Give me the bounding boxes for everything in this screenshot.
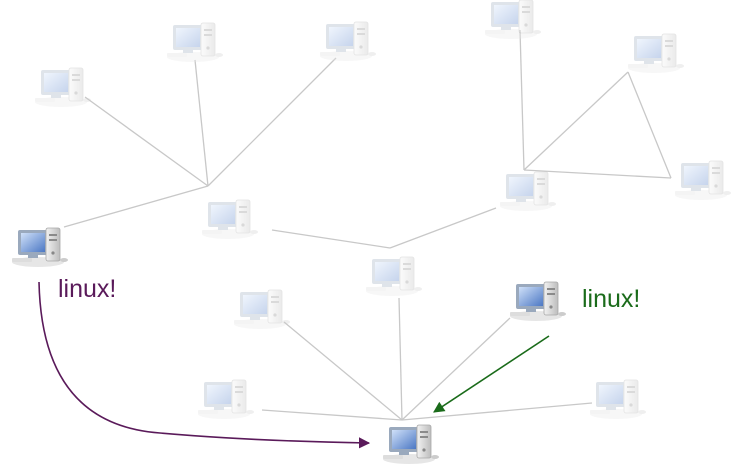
desktop-computer-icon — [484, 0, 542, 40]
edge — [401, 402, 593, 421]
desktop-computer-icon — [674, 160, 732, 201]
green-linux-label: linux! — [582, 285, 641, 313]
edge — [523, 71, 629, 171]
edge — [84, 96, 209, 187]
edge — [207, 57, 337, 187]
desktop-computer-icon — [201, 199, 259, 240]
desktop-computer-icon — [509, 281, 567, 322]
desktop-computer-icon — [627, 33, 685, 74]
desktop-computer-icon — [382, 424, 440, 465]
desktop-computer-icon — [166, 22, 224, 63]
green-arrow — [433, 335, 550, 413]
edge — [627, 71, 672, 179]
edge — [194, 59, 209, 187]
desktop-computer-icon — [197, 379, 255, 420]
edge — [523, 169, 672, 179]
edge — [271, 229, 391, 249]
edge — [519, 29, 525, 171]
edge — [283, 321, 403, 421]
edge — [63, 185, 209, 228]
desktop-computer-icon — [34, 67, 92, 108]
active-computers — [11, 227, 567, 465]
inactive-computers — [34, 0, 732, 420]
desktop-computer-icon — [11, 227, 69, 268]
edge — [261, 409, 403, 421]
edge — [401, 317, 511, 421]
desktop-computer-icon — [499, 171, 557, 212]
desktop-computer-icon — [233, 289, 291, 330]
desktop-computer-icon — [319, 21, 377, 62]
network-edges — [63, 29, 672, 421]
desktop-computer-icon — [589, 379, 647, 420]
purple-linux-label: linux! — [58, 275, 117, 303]
purple-arrow — [38, 281, 371, 449]
edge — [398, 297, 403, 421]
desktop-computer-icon — [365, 256, 423, 297]
edge — [389, 207, 497, 249]
